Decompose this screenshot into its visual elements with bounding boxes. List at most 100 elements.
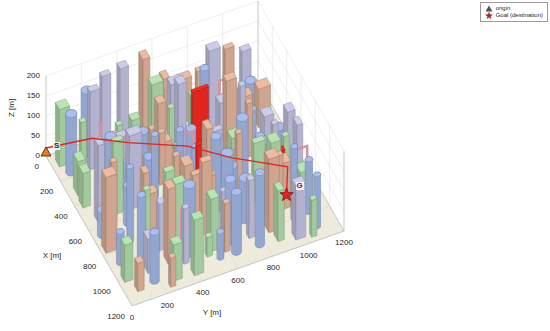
building-face [164, 179, 176, 189]
y-tick: 0 [130, 314, 134, 322]
start-label: S [53, 142, 60, 150]
cylinder-tower [217, 229, 224, 261]
building-face [223, 72, 237, 82]
cylinder-top [200, 65, 209, 72]
building-face [239, 44, 251, 52]
x-tick: 800 [83, 263, 96, 271]
cylinder-top [255, 169, 264, 176]
cylinder-tower [232, 188, 242, 255]
grid-line [315, 101, 316, 181]
cylinder-top [66, 110, 77, 118]
grid-line [272, 26, 273, 106]
building-face [117, 60, 129, 69]
axis-title: Y [m] [203, 309, 222, 317]
building-face [164, 182, 168, 264]
building-face [79, 117, 87, 123]
building-face [163, 165, 175, 173]
building-face [310, 197, 312, 238]
building-face [140, 165, 149, 173]
building-face [169, 253, 176, 259]
building-face [293, 116, 303, 125]
building-face [246, 174, 254, 181]
building-face [83, 171, 90, 208]
building-face [191, 211, 204, 221]
axis-line [258, 1, 259, 81]
building-face [184, 207, 189, 264]
building-face [296, 183, 306, 240]
cylinder-top [237, 113, 249, 122]
building-face [191, 84, 208, 92]
cylinder-tower [255, 169, 264, 248]
grid-line [46, 41, 344, 191]
building-face [73, 151, 85, 162]
cylinder-top [305, 157, 312, 162]
legend-star [485, 12, 492, 19]
y-tick: 800 [267, 264, 280, 272]
cylinder-top [232, 188, 242, 195]
x-tick: 200 [40, 188, 53, 196]
building-face [310, 195, 317, 201]
legend-box: originGoal (destination) [480, 2, 548, 22]
building-face [102, 170, 106, 253]
building-face [121, 239, 125, 283]
building-face [254, 78, 270, 90]
building-face [223, 42, 234, 49]
building-face [200, 155, 213, 163]
legend-star [485, 12, 493, 19]
building-face [138, 261, 144, 292]
legend-text: Goal (destination) [496, 12, 543, 19]
building-face [106, 174, 117, 254]
building-face [274, 184, 278, 242]
z-tick: 150 [27, 92, 40, 100]
cylinder-tower [127, 164, 134, 244]
building-face [206, 189, 219, 200]
x-tick: 600 [69, 238, 82, 246]
building-face [206, 41, 221, 51]
building-face [245, 98, 252, 104]
building-face [167, 103, 174, 109]
cylinder-top [314, 172, 321, 177]
legend-row: origin [485, 5, 543, 12]
building-face [207, 236, 212, 257]
cylinder-top [150, 228, 160, 235]
building-face [238, 81, 246, 87]
z-tick: 50 [31, 132, 40, 140]
building-face [223, 198, 231, 204]
cylinder-tower [150, 228, 160, 284]
building-face [252, 135, 266, 143]
building-face [191, 214, 195, 276]
building-face [87, 87, 90, 169]
building-face [148, 74, 163, 85]
building-face [55, 99, 69, 110]
building-face [125, 242, 133, 282]
building-face [266, 132, 280, 144]
axis-title: X [m] [43, 252, 62, 260]
building-face [102, 166, 118, 178]
ground-plane [46, 81, 344, 306]
z-tick: 100 [27, 112, 40, 120]
axis-title: Z [m] [8, 99, 16, 117]
y-tick: 1000 [300, 252, 318, 260]
z-tick: 0 [36, 152, 40, 160]
legend-row: Goal (destination) [485, 12, 543, 19]
building-face [182, 204, 189, 210]
building-face [135, 256, 145, 264]
building-face [158, 128, 165, 134]
building-face [139, 50, 150, 60]
flight-path [46, 138, 288, 193]
building-face [126, 125, 142, 136]
cylinder-top [225, 175, 235, 183]
building-face [264, 148, 279, 160]
x-tick: 400 [54, 213, 67, 221]
building-face [169, 255, 171, 288]
x-tick: 0 [35, 163, 39, 171]
cylinder-top [176, 127, 184, 133]
cylinder-top [152, 131, 159, 136]
building-face [312, 199, 317, 238]
goal-label: G [296, 182, 304, 190]
building-face [180, 155, 194, 167]
legend-text: origin [496, 5, 511, 12]
building-face [55, 102, 59, 167]
building-face [129, 112, 141, 121]
goal-marker [280, 188, 293, 201]
